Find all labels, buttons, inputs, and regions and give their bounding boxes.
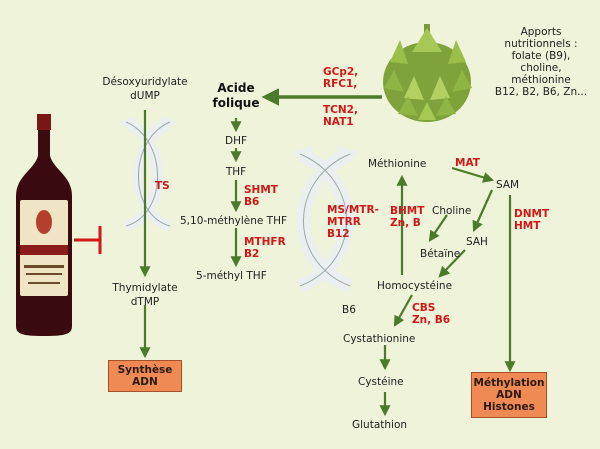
dnmt-enzyme-label: DNMT HMT (514, 208, 549, 232)
dnmt-line: DNMT (514, 208, 550, 220)
artichoke-icon (383, 24, 472, 122)
homocysteine-label: Homocystéine (377, 280, 453, 292)
glutathion-label: Glutathion (352, 419, 408, 431)
mthfr-line: MTHFR (244, 236, 286, 248)
apports-line: B12, B2, B6, Zn... (494, 86, 588, 98)
apports-nutritionnels-text: Apports nutritionnels : folate (B9), cho… (486, 26, 596, 98)
shmt-line: SHMT (244, 184, 278, 196)
acide-folique-line2: folique (212, 96, 260, 110)
thymidylate-label: Thymidylate (112, 282, 178, 294)
methylation-box-line: Méthylation (473, 377, 545, 389)
synthese-box-line: Synthèse (117, 364, 173, 376)
methionine-label: Méthionine (368, 158, 427, 170)
bhmt-line: BHMT (390, 205, 425, 217)
methylene-thf-label: 5,10-méthylène THF (180, 215, 288, 227)
sah-label: SAH (466, 236, 488, 248)
choline-label: Choline (432, 205, 472, 217)
cysteine-label: Cystéine (358, 376, 404, 388)
dhf-label: DHF (224, 135, 248, 147)
cbs-line: CBS (412, 302, 436, 314)
methylation-box-line: ADN (496, 389, 522, 401)
mthfr-enzyme-label: MTHFR B2 (244, 236, 286, 260)
b6-label: B6 (342, 304, 356, 316)
shmt-line: B6 (244, 196, 260, 208)
ms-mtr-enzyme-label: MS/MTR- MTRR B12 (327, 204, 379, 240)
inhibition-bar-icon (74, 226, 102, 254)
dnmt-line: HMT (514, 220, 541, 232)
ms-line: MTRR (327, 216, 361, 228)
apports-line: Apports (520, 26, 562, 38)
cbs-line: Zn, B6 (412, 314, 451, 326)
dtmp-label: dTMP (130, 296, 160, 308)
cycle-arrows-icon (120, 116, 176, 232)
methyl-thf-label: 5-méthyl THF (196, 270, 267, 282)
cbs-enzyme-label: CBS Zn, B6 (412, 302, 450, 326)
ts-enzyme-label: TS (155, 180, 170, 192)
thf-label: THF (225, 166, 247, 178)
synthese-box-line: ADN (132, 376, 158, 388)
wine-bottle-icon (16, 114, 72, 336)
ms-line: B12 (327, 228, 350, 240)
tcn2-enzyme-label: TCN2, NAT1 (323, 104, 358, 128)
methylation-box-line: Histones (483, 401, 535, 413)
shmt-enzyme-label: SHMT B6 (244, 184, 278, 208)
betaine-label: Bétaïne (420, 248, 461, 260)
ms-line: MS/MTR- (327, 204, 379, 216)
gcp2-line: GCp2, (323, 66, 359, 78)
mat-enzyme-label: MAT (455, 157, 480, 169)
mthfr-line: B2 (244, 248, 260, 260)
cystathionine-label: Cystathionine (343, 333, 416, 345)
gcp2-enzyme-label: GCp2, RFC1, (323, 66, 358, 90)
bhmt-line: Zn, B (390, 217, 421, 229)
bhmt-enzyme-label: BHMT Zn, B (390, 205, 424, 229)
synthese-adn-box: Synthèse ADN (108, 360, 182, 392)
desoxyuridylate-label: Désoxyuridylate (102, 76, 188, 88)
apports-line: nutritionnels : (504, 38, 578, 50)
apports-line: choline, (520, 62, 562, 74)
dump-label: dUMP (130, 90, 160, 102)
gcp2-line: RFC1, (323, 78, 358, 90)
apports-line: méthionine (511, 74, 571, 86)
tcn2-line: NAT1 (323, 116, 354, 128)
sam-label: SAM (496, 179, 520, 191)
apports-line: folate (B9), (511, 50, 571, 62)
methylation-adn-histones-box: Méthylation ADN Histones (471, 372, 547, 418)
cycle-arrows-icon (292, 146, 358, 293)
tcn2-line: TCN2, (323, 104, 358, 116)
acide-folique-line1: Acide (217, 81, 255, 95)
